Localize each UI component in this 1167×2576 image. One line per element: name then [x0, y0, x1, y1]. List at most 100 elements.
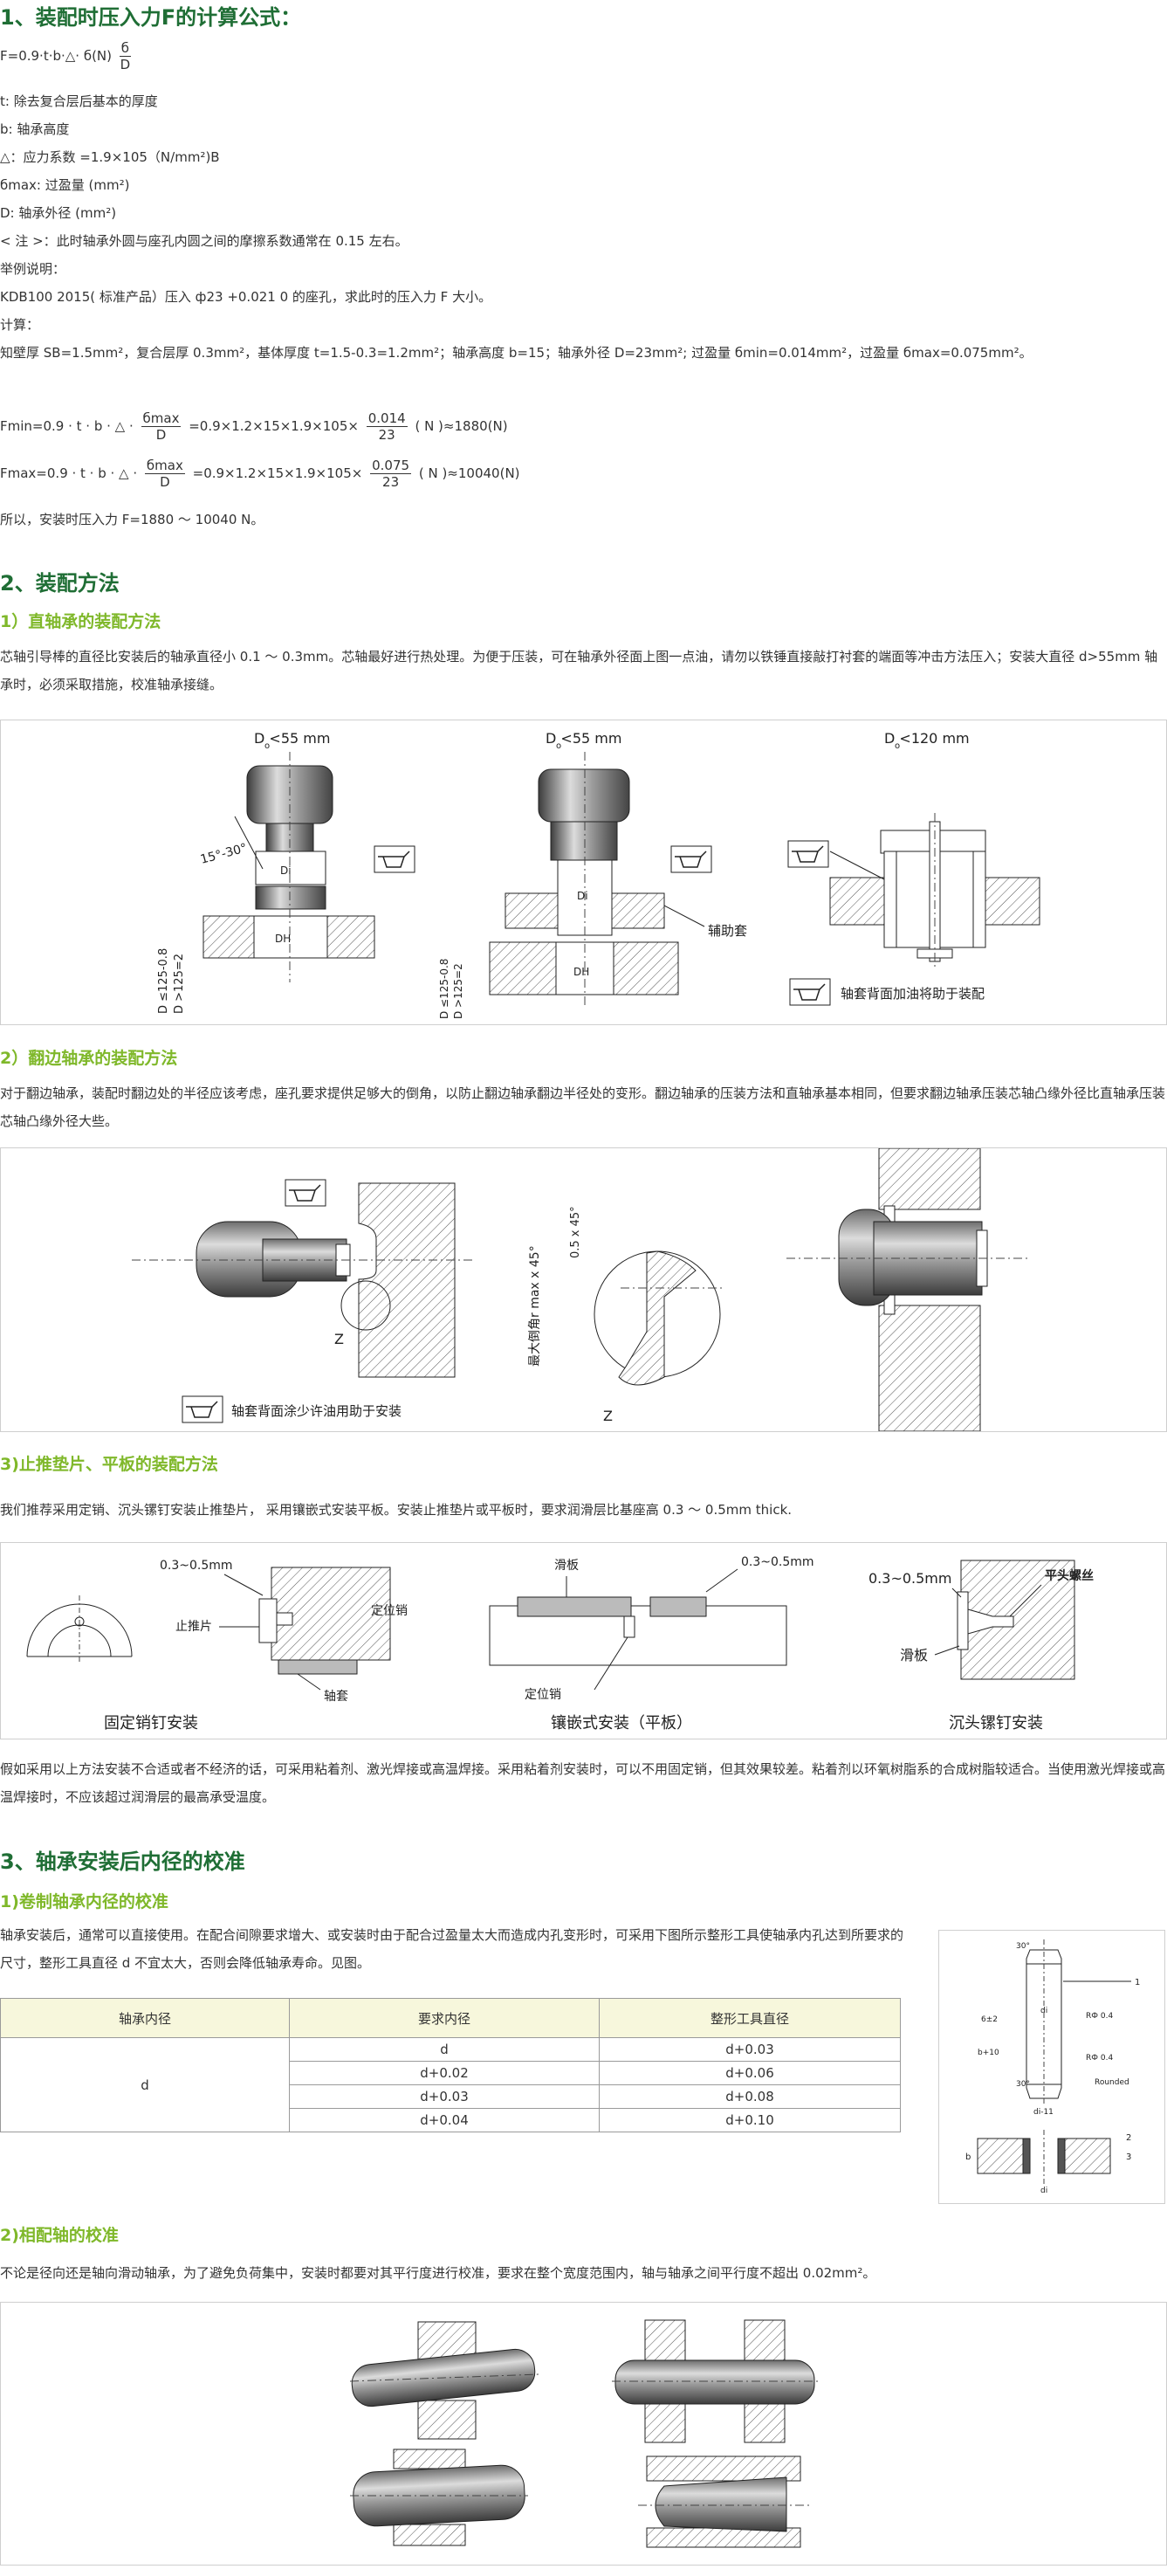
- fig-flange-a: Z 轴套背面涂少许油用助于安装: [132, 1179, 472, 1423]
- svg-text:定位销: 定位销: [371, 1604, 408, 1618]
- svg-text:o: o: [264, 741, 270, 751]
- subsection-calibration-title: 1)卷制轴承内径的校准: [0, 1892, 168, 1911]
- misaligned-shaft-3: [350, 2449, 528, 2546]
- oil-can-icon: [787, 840, 829, 868]
- shaft-alignment-figure: [0, 2302, 1167, 2566]
- def-line: 举例说明：: [0, 261, 66, 277]
- fig-inlay: 滑板 0.3~0.5mm 定位销 镶嵌式安装（平板）: [489, 1555, 814, 1732]
- section-1-title: 1、装配时压入力F的计算公式：: [0, 5, 302, 30]
- svg-text:b+10: b+10: [978, 2049, 999, 2057]
- table-header: 轴承内径: [0, 1998, 290, 2038]
- straight-bearing-text: 芯轴引导棒的直径比安装后的轴承直径小 0.1 ～ 0.3mm。芯轴最好进行热处理…: [0, 649, 1158, 692]
- svg-text:定位销: 定位销: [525, 1688, 561, 1702]
- def-line: △：应力系数 =1.9×105（N/mm²)B: [0, 149, 220, 165]
- svg-text:Di: Di: [280, 864, 292, 877]
- def-line: 计算：: [0, 317, 40, 333]
- fig-flange-c: [786, 1147, 1031, 1432]
- svg-text:D >125=2: D >125=2: [173, 954, 186, 1014]
- table-cell: d: [0, 2037, 290, 2132]
- table-cell: d+0.04: [289, 2108, 600, 2132]
- svg-text:轴套背面加油将助于装配: 轴套背面加油将助于装配: [841, 986, 985, 1002]
- table-cell: d+0.06: [599, 2061, 901, 2085]
- svg-text:3: 3: [1126, 2152, 1131, 2162]
- table-header: 要求内径: [289, 1998, 600, 2038]
- svg-text:D <55 mm: D <55 mm: [546, 730, 621, 747]
- def-line: KDB100 2015( 标准产品）压入 ф23 +0.021 0 的座孔，求此…: [0, 289, 492, 305]
- section-2-title: 2、装配方法: [0, 571, 120, 596]
- table-cell: d+0.08: [599, 2084, 901, 2109]
- oil-can-icon: [670, 845, 712, 873]
- svg-text:di: di: [1040, 2187, 1047, 2195]
- thrust-washer-figure: 0.3~0.5mm 定位销 止推片 轴套 固定销钉安装 滑板 0.3~0.5mm…: [0, 1542, 1167, 1739]
- svg-text:RФ 0.4: RФ 0.4: [1086, 2054, 1113, 2063]
- svg-text:D <120 mm: D <120 mm: [884, 730, 970, 747]
- def-line: бmax: 过盈量 (mm²): [0, 177, 130, 193]
- calibration-table: 轴承内径 要求内径 整形工具直径 d d d+0.03 d+0.02 d+0.0…: [0, 1998, 901, 2132]
- svg-text:0.3~0.5mm: 0.3~0.5mm: [868, 1570, 951, 1587]
- shaft-text: 不论是径向还是轴向滑动轴承，为了避免负荷集中，安装时都要对其平行度进行校准，要求…: [0, 2265, 876, 2281]
- sizing-tool-figure: 30° 30° 1 RФ 0.4 RФ 0.4 di 6±2 b+10 Roun…: [938, 1930, 1165, 2204]
- svg-text:镶嵌式安装（平板）: 镶嵌式安装（平板）: [551, 1714, 692, 1732]
- subsection-flanged-title: 2）翻边轴承的装配方法: [0, 1049, 178, 1068]
- svg-text:30°: 30°: [1016, 1942, 1030, 1951]
- conclusion: 所以，安装时压入力 F=1880 ～ 10040 N。: [0, 512, 264, 527]
- table-row: d+0.02 d+0.06: [1, 2061, 901, 2085]
- fig-c: D <120 mm o 轴套背面加油将助于装配: [787, 730, 1040, 1006]
- svg-text:固定销钉安装: 固定销钉安装: [104, 1714, 198, 1732]
- table-cell: d+0.03: [289, 2084, 600, 2109]
- fig-fixed-pin: 0.3~0.5mm 定位销 止推片 轴套 固定销钉安装: [26, 1559, 408, 1732]
- definitions-list: t: 除去复合层后基本的厚度 b: 轴承高度 △：应力系数 =1.9×105（N…: [0, 87, 1033, 367]
- svg-text:沉头镙钉安装: 沉头镙钉安装: [949, 1714, 1043, 1732]
- svg-text:15°-30°: 15°-30°: [199, 841, 249, 867]
- svg-text:滑板: 滑板: [900, 1647, 928, 1663]
- def-line: D: 轴承外径 (mm²): [0, 205, 117, 221]
- svg-text:RФ 0.4: RФ 0.4: [1086, 2012, 1113, 2021]
- svg-text:最大倒角r max x 45°: 最大倒角r max x 45°: [528, 1245, 542, 1367]
- oil-can-icon: [285, 1179, 326, 1207]
- svg-text:2: 2: [1126, 2133, 1131, 2143]
- svg-text:o: o: [556, 741, 561, 751]
- svg-text:D ≤125-0.8: D ≤125-0.8: [438, 959, 450, 1019]
- def-line: t: 除去复合层后基本的厚度: [0, 93, 158, 109]
- fig-a-title: D <55 mm: [254, 730, 330, 747]
- subsection-shaft-title: 2)相配轴的校准: [0, 2226, 119, 2245]
- def-line: < 注 >：此时轴承外圆与座孔内圆之间的摩擦系数通常在 0.15 左右。: [0, 233, 408, 249]
- svg-text:Di: Di: [577, 890, 588, 902]
- subsection-straight-title: 1）直轴承的装配方法: [0, 612, 161, 631]
- flanged-bearing-text: 对于翻边轴承，装配时翻边处的半径应该考虑，座孔要求提供足够大的倒角，以防止翻边轴…: [0, 1085, 1166, 1129]
- flanged-bearing-figure: Z 轴套背面涂少许油用助于安装 Z 最大倒角r max x 45° 0.5 x …: [0, 1147, 1167, 1432]
- fig-countersunk: 平头螺丝 0.3~0.5mm 滑板 沉头镙钉安装: [868, 1560, 1094, 1732]
- fig-b: D <55 mm o Di DH 辅助套 D ≤125-0.8 D >125=2: [438, 730, 747, 1019]
- svg-text:辅助套: 辅助套: [708, 923, 747, 939]
- svg-text:di-11: di-11: [1033, 2108, 1054, 2117]
- thrust-text: 我们推荐采用定销、沉头镙钉安装止推垫片， 采用镶嵌式安装平板。安装止推垫片或平板…: [0, 1502, 793, 1518]
- fig-flange-detail: Z 最大倒角r max x 45° 0.5 x 45°: [528, 1206, 725, 1424]
- calibration-text: 轴承安装后，通常可以直接使用。在配合间隙要求增大、或安装时由于配合过盈量太大而造…: [0, 1927, 904, 1971]
- table-row: d d d+0.03: [0, 2037, 901, 2132]
- svg-text:D ≤125-0.8: D ≤125-0.8: [157, 948, 170, 1014]
- svg-text:6±2: 6±2: [981, 2015, 998, 2024]
- adhesive-text: 假如采用以上方法安装不合适或者不经济的话，可采用粘着剂、激光焊接或高温焊接。采用…: [0, 1761, 1166, 1805]
- misaligned-shaft-4: [638, 2455, 813, 2548]
- misaligned-shaft-1: [349, 2321, 539, 2440]
- table-cell: d+0.03: [599, 2037, 901, 2062]
- table-header: 整形工具直径: [599, 1998, 901, 2038]
- table-row: d+0.04 d+0.10: [1, 2108, 901, 2132]
- svg-text:止推片: 止推片: [175, 1620, 212, 1634]
- straight-bearing-figure: D <55 mm o Di DH 15°-30° D ≤125-0.8 D >1…: [0, 720, 1167, 1025]
- svg-text:滑板: 滑板: [554, 1558, 579, 1573]
- misaligned-shaft-2: [612, 2319, 821, 2443]
- oil-can-icon: [789, 978, 831, 1006]
- oil-can-icon: [374, 845, 415, 873]
- section-3-title: 3、轴承安装后内径的校准: [0, 1849, 245, 1874]
- svg-text:轴套: 轴套: [324, 1690, 348, 1704]
- svg-text:0.3~0.5mm: 0.3~0.5mm: [160, 1559, 233, 1573]
- table-header-row: 轴承内径 要求内径 整形工具直径: [0, 1998, 901, 2038]
- table-cell: d+0.02: [289, 2061, 600, 2085]
- svg-text:Z: Z: [603, 1408, 613, 1424]
- table-cell: d+0.10: [599, 2108, 901, 2132]
